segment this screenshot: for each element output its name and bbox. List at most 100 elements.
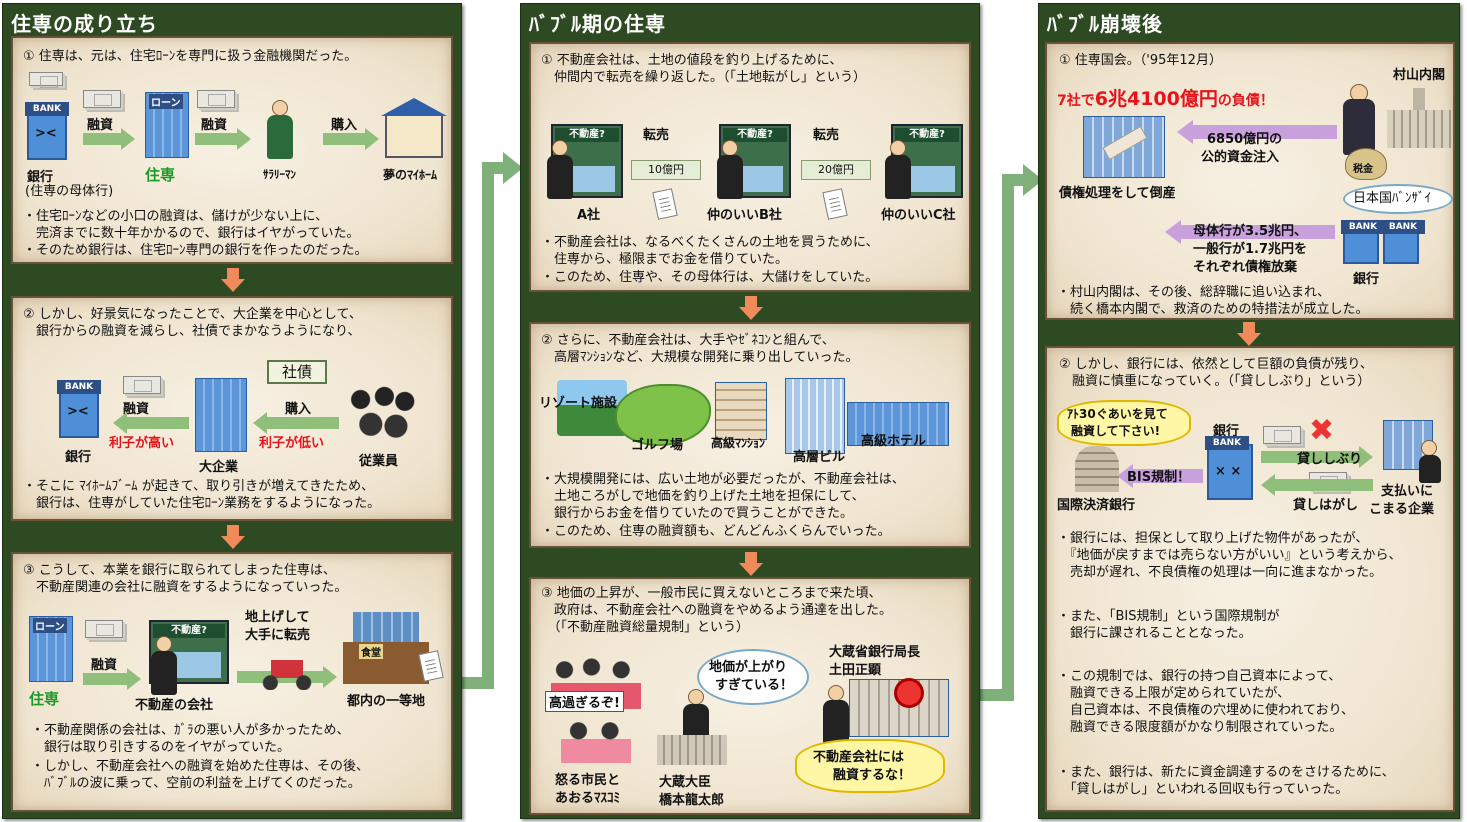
bullet-text: ・村山内閣は、その後、総辞職に追い込まれ、: [1057, 284, 1330, 301]
salaryman-label: ｻﾗﾘｰﾏﾝ: [263, 166, 296, 182]
money-icon: [83, 90, 121, 108]
interest-high-label: 利子が高い: [109, 432, 174, 451]
shibu-label: 貸ししぶり: [1297, 448, 1362, 467]
order-burst: [795, 739, 945, 793]
panel-collapse-1: ① 住専国会。（'95年12月） 村山内閣 7社で6兆4100億円の負債！ 税金…: [1045, 42, 1455, 320]
bullet-text: 『地価が戻すまでは売らない方がいい』という考えから、: [1057, 547, 1402, 564]
bullet-text: 完済までに数十年かかるので、銀行はイヤがっていた。: [23, 225, 359, 242]
motorbike-icon: [261, 650, 313, 690]
bullet-text: 銀行は、住専がしていた住宅ﾛｰﾝ業務をするようになった。: [23, 495, 380, 512]
public-funds-label: 公的資金注入: [1201, 146, 1279, 165]
public-funds-label: 6850億円の: [1207, 128, 1282, 147]
panel-heading: ② さらに、不動産会社は、大手やｾﾞﾈｺﾝと組んで、: [541, 332, 835, 349]
panel-heading: 不動産関連の会社に融資をするようになっていった。: [23, 579, 347, 596]
down-arrow: [739, 552, 763, 576]
bank-building: BANK: [1383, 228, 1419, 264]
bubble-text: すぎている！: [715, 677, 793, 694]
price-note: 10億円: [631, 160, 701, 180]
money-icon: [1263, 426, 1301, 444]
order-text: 不動産会社には: [813, 749, 904, 766]
down-arrow: [221, 525, 245, 549]
document-icon: [822, 188, 847, 220]
bullet-text: ・不動産会社は、なるべくたくさんの土地を買うために、: [541, 234, 879, 251]
panel-heading: 仲間内で転売を繰り返した。（「土地転がし」という）: [541, 69, 866, 86]
salaryman-figure: [265, 100, 295, 162]
panel-bubble-3: ③ 地価の上昇が、一般市民に買えないところまで来た頃、 政府は、不動産会社への融…: [529, 577, 971, 815]
mansion-building: [715, 382, 767, 440]
bullet-text: ・また、「BIS規制」という国際規制が: [1057, 608, 1280, 625]
panel-heading: 融資に慎重になっていく。（「貸ししぶり」という）: [1059, 373, 1370, 390]
flow-arrow: [195, 128, 251, 150]
bank-building: BANK><: [27, 110, 67, 160]
panel-heading: ① 住専国会。（'95年12月）: [1059, 52, 1222, 69]
home-label: 夢のﾏｲﾎｰﾑ: [383, 166, 437, 183]
writeoff-label: 母体行が3.5兆円、: [1193, 220, 1307, 239]
panel-heading: ① 住専は、元は、住宅ﾛｰﾝを専門に扱う金融機関だった。: [23, 48, 357, 65]
flow-arrow: [253, 412, 339, 434]
panel-heading: ③ こうして、本業を銀行に取られてしまった住専は、: [23, 562, 336, 579]
panel-heading: ② しかし、銀行には、依然として巨額の負債が残り、: [1059, 356, 1373, 373]
minister-label: 大蔵大臣: [659, 771, 711, 790]
bullet-text: 銀行に課されることとなった。: [1057, 625, 1252, 642]
bullet-text: 売却が遅れ、不良債権の処理は一向に進まなかった。: [1057, 564, 1382, 581]
panel-origin-3: ③ こうして、本業を銀行に取られてしまった住専は、 不動産関連の会社に融資をする…: [11, 552, 453, 812]
golf-label: ゴルフ場: [631, 434, 683, 453]
panel-bubble-2: ② さらに、不動産会社は、大手やｾﾞﾈｺﾝと組んで、 高層ﾏﾝｼｮﾝなど、大規模…: [529, 322, 971, 548]
diet-building: [1387, 88, 1451, 148]
panel-origin-1: ① 住専は、元は、住宅ﾛｰﾝを専門に扱う金融機関だった。 BANK>< 融資 ロ…: [11, 36, 453, 264]
bullet-text: ・そこに ﾏｲﾎｰﾑﾌﾞｰﾑ が起きて、取り引きが増えてきたため、: [23, 478, 374, 495]
down-arrow: [739, 296, 763, 320]
bis-bank-label: 国際決済銀行: [1057, 494, 1135, 513]
money-icon: [85, 620, 123, 638]
bullet-text: ・不動産関係の会社は、ｶﾞﾗの悪い人が多かったため、: [31, 722, 350, 739]
tower-label: 高層ビル: [793, 446, 845, 465]
bank-label: 銀行: [65, 446, 91, 465]
panel-heading: 政府は、不動産会社への融資をやめるよう通達を出した。: [541, 602, 892, 619]
bullet-text: 銀行は取り引きするのをイヤがっていた。: [31, 739, 290, 756]
bullet-text: ﾊﾞﾌﾞﾙの波に乗って、空前の利益を上げてくのだった。: [31, 775, 361, 792]
flow-arrow: [1261, 474, 1373, 496]
collapse-label: 債権処理をして倒産: [1059, 182, 1176, 201]
trouble-label: 支払いに: [1381, 480, 1433, 499]
big-company-building: [195, 378, 247, 452]
director-label: 土田正顕: [829, 659, 881, 678]
bond-certificate: 社債: [267, 360, 327, 384]
troubled-man: [1417, 440, 1441, 484]
company-b-label: 仲のいいB社: [707, 204, 782, 223]
house-icon: [385, 114, 443, 158]
citizen-label: あおるﾏｽｺﾐ: [555, 787, 620, 806]
panel-bubble-1: ① 不動産会社は、土地の値段を釣り上げるために、 仲間内で転売を繰り返した。（「…: [529, 42, 971, 292]
writeoff-label: それぞれ債権放棄: [1193, 256, 1297, 275]
jusen-label: 住専: [145, 164, 175, 185]
bullet-text: ・このため、住専や、その母体行は、大儲けをしていた。: [541, 269, 878, 286]
tax-label: 税金: [1353, 160, 1373, 175]
jiage-label: 大手に転売: [245, 624, 310, 643]
order-text: 融資するな！: [833, 767, 911, 784]
company-c-man: [883, 140, 913, 202]
panel-heading: ③ 地価の上昇が、一般市民に買えないところまで来た頃、: [541, 585, 882, 602]
jiage-label: 地上げして: [245, 606, 310, 625]
jusen-label: 住専: [29, 688, 59, 709]
bank-building: BANK: [1343, 228, 1379, 264]
bullet-text: ・住宅ﾛｰﾝなどの小口の融資は、儲けが少ない上に、: [23, 208, 328, 225]
diet-building: [657, 735, 727, 765]
placard-label: 高過ぎるぞ!: [545, 691, 624, 712]
column-bubble: ﾊﾞﾌﾞﾙ期の住専 ① 不動産会社は、土地の値段を釣り上げるために、 仲間内で転…: [520, 3, 980, 819]
director-label: 大蔵省銀行局長: [829, 641, 920, 660]
anger-icon: [897, 681, 921, 705]
bullet-text: ・大規模開発には、広い土地が必要だったが、不動産会社は、: [541, 471, 905, 488]
flow-arrow: [113, 412, 189, 434]
connector-2: [1002, 174, 1014, 701]
flow-arrow: [83, 128, 135, 150]
plea-text: 融資して下さい!: [1071, 423, 1160, 440]
panel-collapse-2: ② しかし、銀行には、依然として巨額の負債が残り、 融資に慎重になっていく。（「…: [1045, 346, 1455, 812]
bullet-text: 銀行からお金を借りていたので買うことができた。: [541, 505, 853, 522]
bank-label: 銀行: [1353, 268, 1379, 287]
bullet-text: ・そのため銀行は、住宅ﾛｰﾝ専門の銀行を作ったのだった。: [23, 242, 368, 259]
panel-origin-2: ② しかし、好景気になったことで、大企業を中心として、 銀行からの融資を減らし、…: [11, 296, 453, 521]
resort-label: リゾート施設: [539, 392, 617, 411]
down-arrow: [1237, 322, 1261, 346]
column-title: ﾊﾞﾌﾞﾙ期の住専: [529, 8, 666, 37]
employees-group: [347, 384, 415, 446]
employee-label: 従業員: [359, 450, 398, 469]
